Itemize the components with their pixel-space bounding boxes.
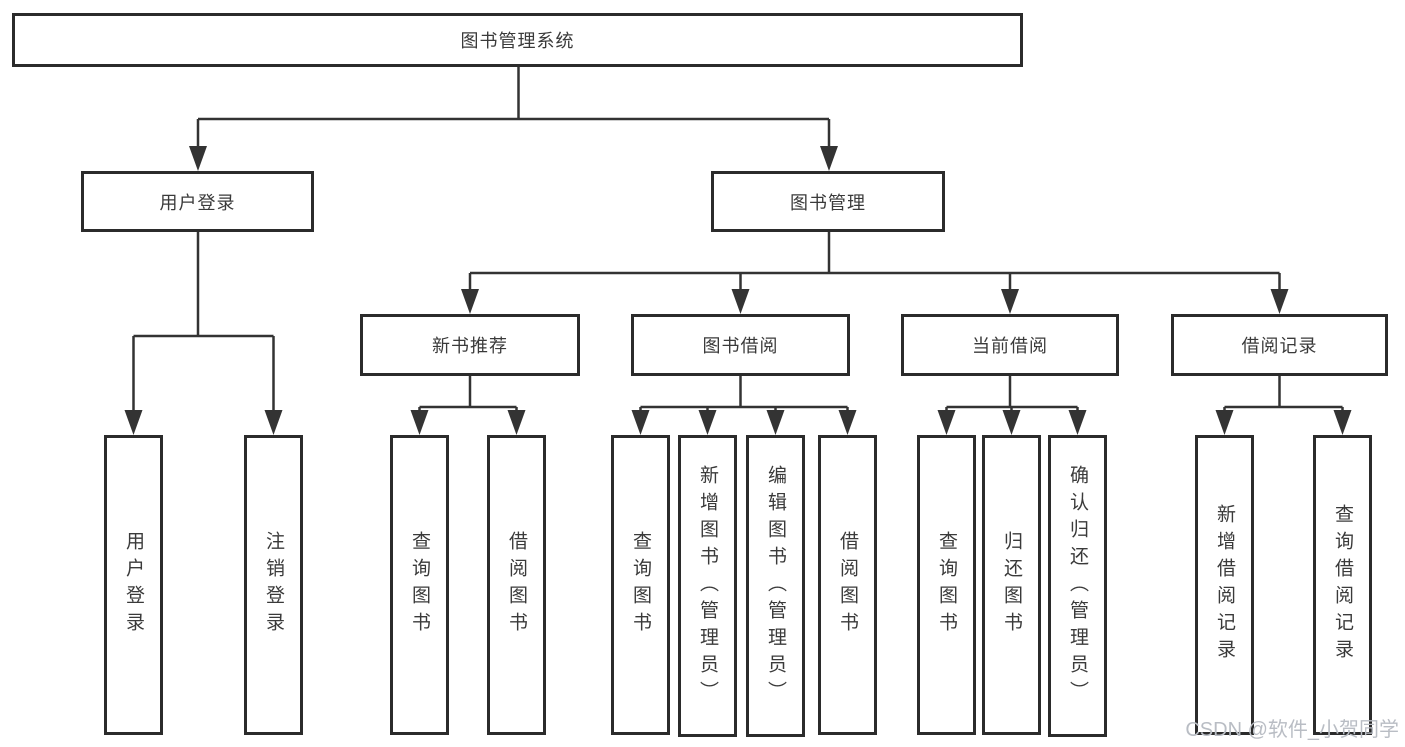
node-edit-books-admin: 编辑图书（管理员） — [746, 435, 805, 737]
node-label: 新增借阅记录 — [1214, 504, 1235, 666]
node-label: 确认归还（管理员） — [1067, 464, 1088, 708]
node-label: 用户登录 — [159, 192, 236, 213]
node-user-login-leaf: 用户登录 — [104, 435, 163, 735]
node-query-books-recommend: 查询图书 — [390, 435, 449, 735]
node-label: 查询图书 — [936, 531, 957, 639]
node-label: 注销登录 — [263, 531, 284, 639]
node-borrow-books-borrowing: 借阅图书 — [818, 435, 877, 735]
node-add-borrow-record: 新增借阅记录 — [1195, 435, 1254, 735]
node-user-login: 用户登录 — [81, 171, 314, 232]
node-query-books-borrowing: 查询图书 — [611, 435, 670, 735]
node-label: 图书管理系统 — [460, 31, 575, 51]
node-book-management-system: 图书管理系统 — [12, 13, 1023, 67]
node-confirm-return-admin: 确认归还（管理员） — [1048, 435, 1107, 737]
node-label: 图书借阅 — [702, 336, 779, 356]
node-label: 借阅记录 — [1241, 336, 1318, 356]
node-add-books-admin: 新增图书（管理员） — [678, 435, 737, 737]
node-borrowing-records: 借阅记录 — [1171, 314, 1388, 376]
node-label: 当前借阅 — [972, 336, 1048, 356]
node-label: 归还图书 — [1001, 531, 1022, 639]
csdn-watermark: CSDN @软件_小贺同学 — [1185, 719, 1399, 741]
node-label: 查询图书 — [409, 531, 430, 639]
node-label: 用户登录 — [123, 531, 144, 639]
node-label: 图书管理 — [790, 192, 866, 213]
node-label: 查询借阅记录 — [1332, 504, 1353, 666]
node-label: 编辑图书（管理员） — [765, 464, 786, 708]
node-label: 借阅图书 — [506, 531, 527, 639]
node-label: 查询图书 — [630, 531, 651, 639]
node-book-borrowing: 图书借阅 — [631, 314, 850, 376]
node-query-books-current: 查询图书 — [917, 435, 976, 735]
node-label: 新书推荐 — [432, 336, 508, 356]
node-book-management: 图书管理 — [711, 171, 945, 232]
node-borrow-books-recommend: 借阅图书 — [487, 435, 546, 735]
node-query-borrow-record: 查询借阅记录 — [1313, 435, 1372, 735]
node-label: 借阅图书 — [837, 531, 858, 639]
node-label: 新增图书（管理员） — [697, 464, 718, 708]
node-logout: 注销登录 — [244, 435, 303, 735]
node-new-book-recommend: 新书推荐 — [360, 314, 580, 376]
node-return-books: 归还图书 — [982, 435, 1041, 735]
node-current-borrowing: 当前借阅 — [901, 314, 1119, 376]
